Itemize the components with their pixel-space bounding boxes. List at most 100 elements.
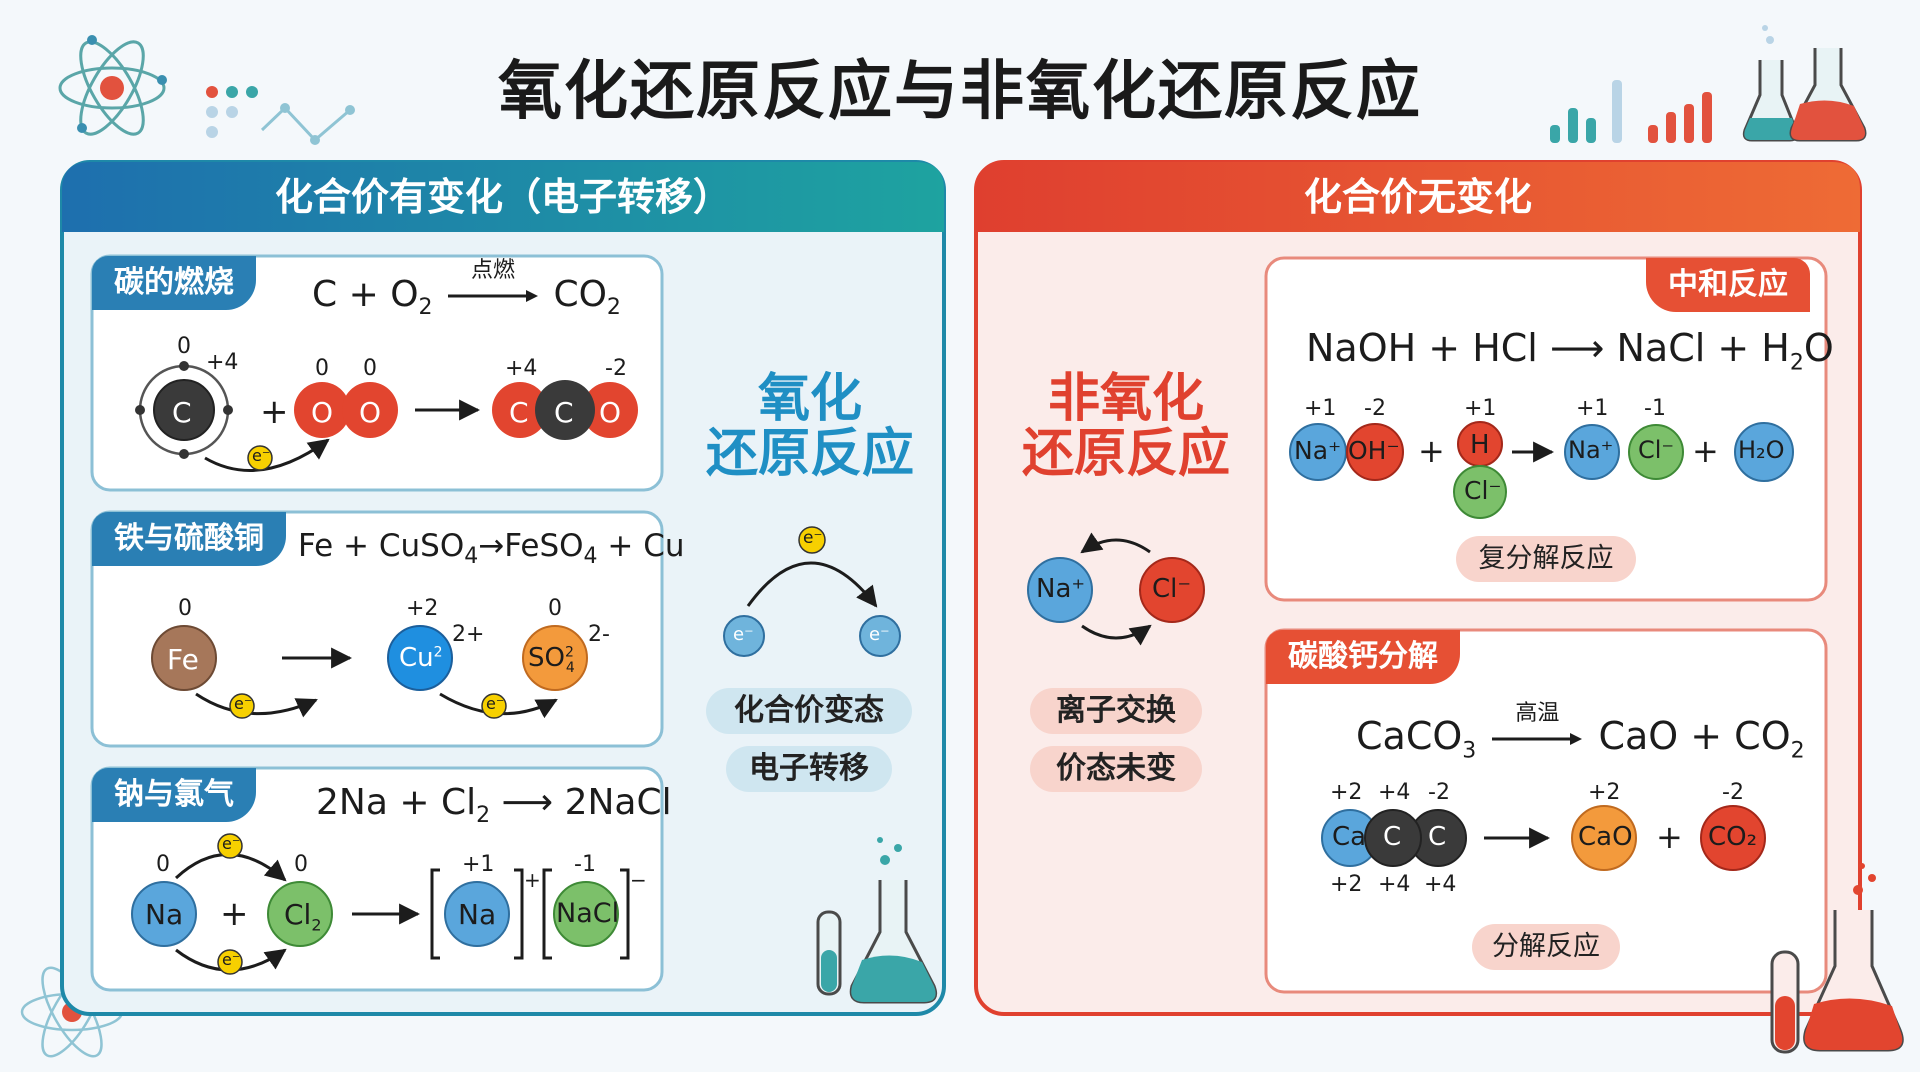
tab-carbon-burning: 碳的燃烧 [92, 256, 256, 310]
sulfate-ion [522, 625, 588, 691]
ox-state: +1 [462, 852, 495, 877]
condition-arrow: 点燃 [447, 258, 538, 314]
superscript: 2 [433, 644, 443, 661]
atom-label: O [311, 396, 334, 429]
ox-state: +4 [1424, 872, 1457, 897]
ox-state: +1 [1304, 396, 1337, 421]
ox-state: +4 [505, 356, 538, 381]
atom-label-text: SO [528, 643, 565, 673]
left-panel-header: 化合价有变化（电子转移） [274, 175, 731, 219]
charge-label: 2- [588, 622, 610, 647]
equation-products: + Cu [597, 528, 685, 564]
equation-reactants: C + O [312, 274, 419, 315]
carbon-dioxide [1700, 805, 1766, 871]
ox-state: 0 [156, 852, 170, 877]
redox-label: 氧化 还原反应 [690, 372, 930, 481]
ox-state: +4 [1378, 872, 1411, 897]
atom-label: NaCl [556, 898, 620, 929]
tab-calcium-carbonate-decomposition: 碳酸钙分解 [1266, 630, 1460, 684]
electron-label: e⁻ [252, 446, 271, 465]
ox-state: 0 [294, 852, 308, 877]
right-panel-header: 化合价无变化 [1303, 175, 1532, 219]
atom-label: O [599, 396, 622, 429]
badge-valence-unchanged: 价态未变 [1030, 746, 1202, 792]
bar-chart-decoration-icon [1550, 80, 1712, 143]
subscript: 4 [565, 660, 575, 677]
ion-label: Na⁺ [1568, 436, 1614, 464]
equation-reactants: 2Na + Cl [316, 782, 477, 823]
ox-state: +1 [1464, 396, 1497, 421]
chlorine-molecule [267, 881, 333, 947]
ox-state: -1 [574, 852, 596, 877]
charge-label: − [630, 868, 647, 892]
dots-decoration-icon [206, 86, 355, 145]
equation-products: FeSO [504, 528, 584, 564]
non-redox-label-line2: 还原反应 [1021, 423, 1230, 484]
plus-sign: + [220, 894, 249, 934]
atom-label: Cu2 [399, 643, 443, 673]
electron-label: e⁻ [222, 834, 241, 853]
calcium-oxide [1571, 805, 1637, 871]
atom-label: C [1428, 822, 1447, 852]
electron-label: e⁻ [234, 694, 253, 713]
atom-label: H [1470, 430, 1490, 460]
sodium-atom [131, 881, 197, 947]
sodium-ion [444, 881, 510, 947]
atom-label-text: Cu [399, 643, 434, 673]
iron-atom [151, 625, 217, 691]
electron-icon [217, 833, 243, 859]
plus-sign: + [1418, 432, 1445, 470]
atom-label: Ca [1332, 822, 1367, 852]
equation-sodium-chlorine: 2Na + Cl2 ⟶ 2NaCl [316, 782, 672, 828]
subscript: 2 [476, 803, 491, 829]
ox-state: +2 [1588, 780, 1621, 805]
atom-label: C [509, 396, 529, 429]
carbon-atom-diagram [135, 361, 233, 459]
electron-icon [229, 693, 255, 719]
ion-label: Cl⁻ [1638, 436, 1675, 464]
ion-label: Cl⁻ [1464, 476, 1502, 505]
badge-electron-transfer: 电子转移 [726, 746, 892, 792]
plus-sign: + [1692, 432, 1719, 470]
equation-decomposition: CaCO3 高温 CaO + CO2 [1356, 701, 1805, 764]
ox-state: -1 [1644, 396, 1666, 421]
chloride-ion [553, 881, 619, 947]
electron-label: e⁻ [486, 694, 505, 713]
electron-label: e⁻ [803, 528, 823, 548]
equation-carbon-burning: C + O2 点燃 CO2 [312, 258, 621, 320]
charge-label: + [524, 868, 541, 892]
electron-label: e⁻ [222, 950, 241, 969]
ion-label: Na⁺ [1294, 436, 1342, 465]
ox-state: 0 [315, 356, 329, 381]
ox-state: +1 [1576, 396, 1609, 421]
co2-molecule [492, 380, 638, 440]
chloride-atom [1453, 465, 1507, 519]
electron-icon [723, 615, 765, 657]
equation-products: NaCl + H [1616, 326, 1790, 370]
atom-label: O [359, 396, 382, 429]
plus-sign: + [1656, 818, 1683, 856]
sodium-ion-icon [1027, 557, 1093, 623]
condition-label: 点燃 [470, 258, 515, 283]
hydroxide-ion [1346, 423, 1404, 481]
subscript: 3 [1462, 738, 1477, 764]
electron-icon [481, 693, 507, 719]
reaction-arrow: ⟶ [490, 782, 565, 823]
ion-label: OH⁻ [1348, 436, 1400, 465]
molecule-label: CO₂ [1708, 822, 1758, 852]
chloride-ion-icon [1139, 557, 1205, 623]
atom-label: Na [145, 898, 184, 931]
atom-label: SO24 [528, 643, 575, 676]
ox-state: +4 [1378, 780, 1411, 805]
equation-products: O [1803, 326, 1834, 370]
electron-icon [798, 526, 826, 554]
ox-state: 0 [548, 596, 562, 621]
subscript: 4 [583, 544, 598, 570]
electron-icon [859, 615, 901, 657]
flask-icon-right [1770, 863, 1904, 1054]
plus-sign: + [260, 392, 289, 432]
atom-label: Na [458, 898, 497, 931]
ox-state: 0 [177, 334, 191, 359]
equation-products: CaO + CO [1598, 714, 1791, 758]
